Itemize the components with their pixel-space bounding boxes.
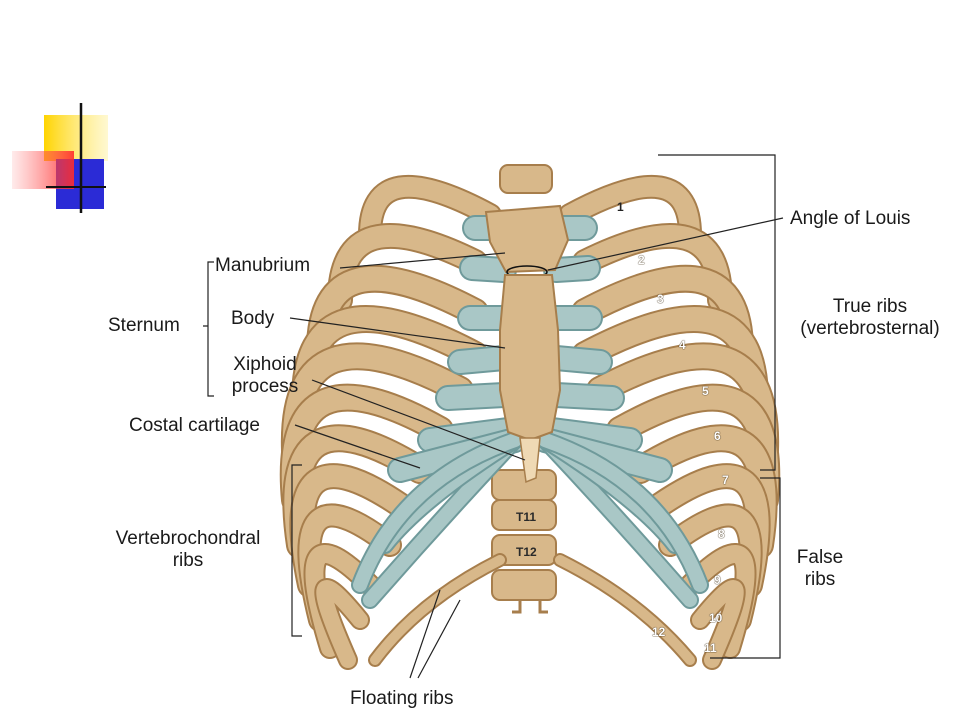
cartilage-lower-3-left [353, 433, 522, 592]
label-sternum: Sternum [108, 315, 180, 336]
manubrium [484, 204, 570, 274]
label-angle-of-louis: Angle of Louis [790, 208, 911, 229]
cartilage-5-right [545, 384, 623, 409]
label-xiphoid-line2: process [231, 376, 299, 397]
label-vertebrochondral-line1: Vertebrochondral [115, 528, 261, 549]
rib-12-left [370, 555, 505, 665]
label-true-ribs: True ribs (vertebrosternal) [782, 296, 958, 340]
leader-manubrium [339, 252, 506, 269]
cartilage-4-right [545, 347, 611, 373]
vertebra-label-t11: T11 [516, 510, 537, 524]
leader-xiphoid [311, 379, 526, 461]
label-body: Body [231, 308, 275, 329]
rib-number-4: 4 [679, 338, 686, 352]
thoracic-vertebrae [491, 469, 557, 614]
label-true-ribs-line1: True ribs [832, 296, 908, 317]
vertebra-label-t12: T12 [516, 545, 537, 559]
rib-number-1: 1 [617, 200, 624, 214]
label-true-ribs-line2: (vertebrosternal) [800, 318, 940, 339]
slide-logo-icon [12, 103, 108, 213]
rib-number-7: 7 [722, 473, 729, 487]
rib-1-left [360, 176, 500, 245]
bracket-true-ribs [658, 154, 776, 471]
label-vertebrochondral-line2: ribs [172, 550, 204, 571]
vertebra-processes [512, 600, 548, 614]
vertebra-4 [491, 569, 557, 601]
bracket-sternum [203, 261, 214, 397]
sternum-bone [484, 164, 570, 484]
cartilage-6-left [419, 419, 519, 451]
xiphoid-process [519, 437, 541, 484]
label-xiphoid-process: Xiphoid process [220, 354, 310, 398]
vertebra-1 [491, 469, 557, 501]
vertebra-2 [491, 499, 557, 531]
cartilage-2-right [545, 257, 599, 281]
cartilage-5-left [437, 384, 515, 409]
rib-11-right [692, 580, 744, 668]
bracket-false-ribs [710, 477, 781, 659]
rib-number-3: 3 [657, 292, 664, 306]
leader-angle-of-louis [547, 217, 784, 271]
label-false-ribs-line1: False [796, 547, 844, 568]
leader-costal-cartilage [294, 424, 421, 469]
rib-11-left [316, 580, 368, 668]
rib-number-2: 2 [638, 253, 645, 267]
cartilage-2-left [461, 257, 515, 281]
vertebra-3 [491, 534, 557, 566]
label-manubrium: Manubrium [215, 255, 311, 276]
vertebra-t1 [499, 164, 553, 194]
costal-cartilages [351, 215, 709, 609]
rib-1-right [560, 176, 700, 245]
rib-number-5: 5 [702, 384, 709, 398]
cartilage-6-right [541, 419, 641, 451]
leader-floating-ribs [409, 589, 461, 679]
rib-number-12: 12 [652, 625, 666, 639]
leader-lines [203, 154, 784, 679]
bracket-vertebrochondral [291, 464, 302, 637]
rib-number-10: 10 [709, 611, 723, 625]
label-floating-ribs: Floating ribs [350, 688, 454, 709]
label-vertebrochondral-ribs: Vertebrochondral ribs [98, 528, 278, 572]
rib-number-6: 6 [714, 429, 721, 443]
ribs [279, 174, 781, 670]
leader-body [289, 317, 506, 349]
rib-number-11: 11 [704, 641, 717, 655]
rib-number-9: 9 [714, 573, 721, 587]
rib-12-right [555, 555, 695, 665]
cartilage-lower-3-right [538, 433, 707, 592]
label-xiphoid-line1: Xiphoid [233, 354, 297, 375]
label-false-ribs: False ribs [785, 547, 855, 591]
cartilage-4-left [449, 347, 515, 373]
rib-number-8: 8 [718, 527, 725, 541]
label-costal-cartilage: Costal cartilage [129, 415, 260, 436]
sternum-body [499, 274, 562, 442]
label-false-ribs-line2: ribs [804, 569, 836, 590]
